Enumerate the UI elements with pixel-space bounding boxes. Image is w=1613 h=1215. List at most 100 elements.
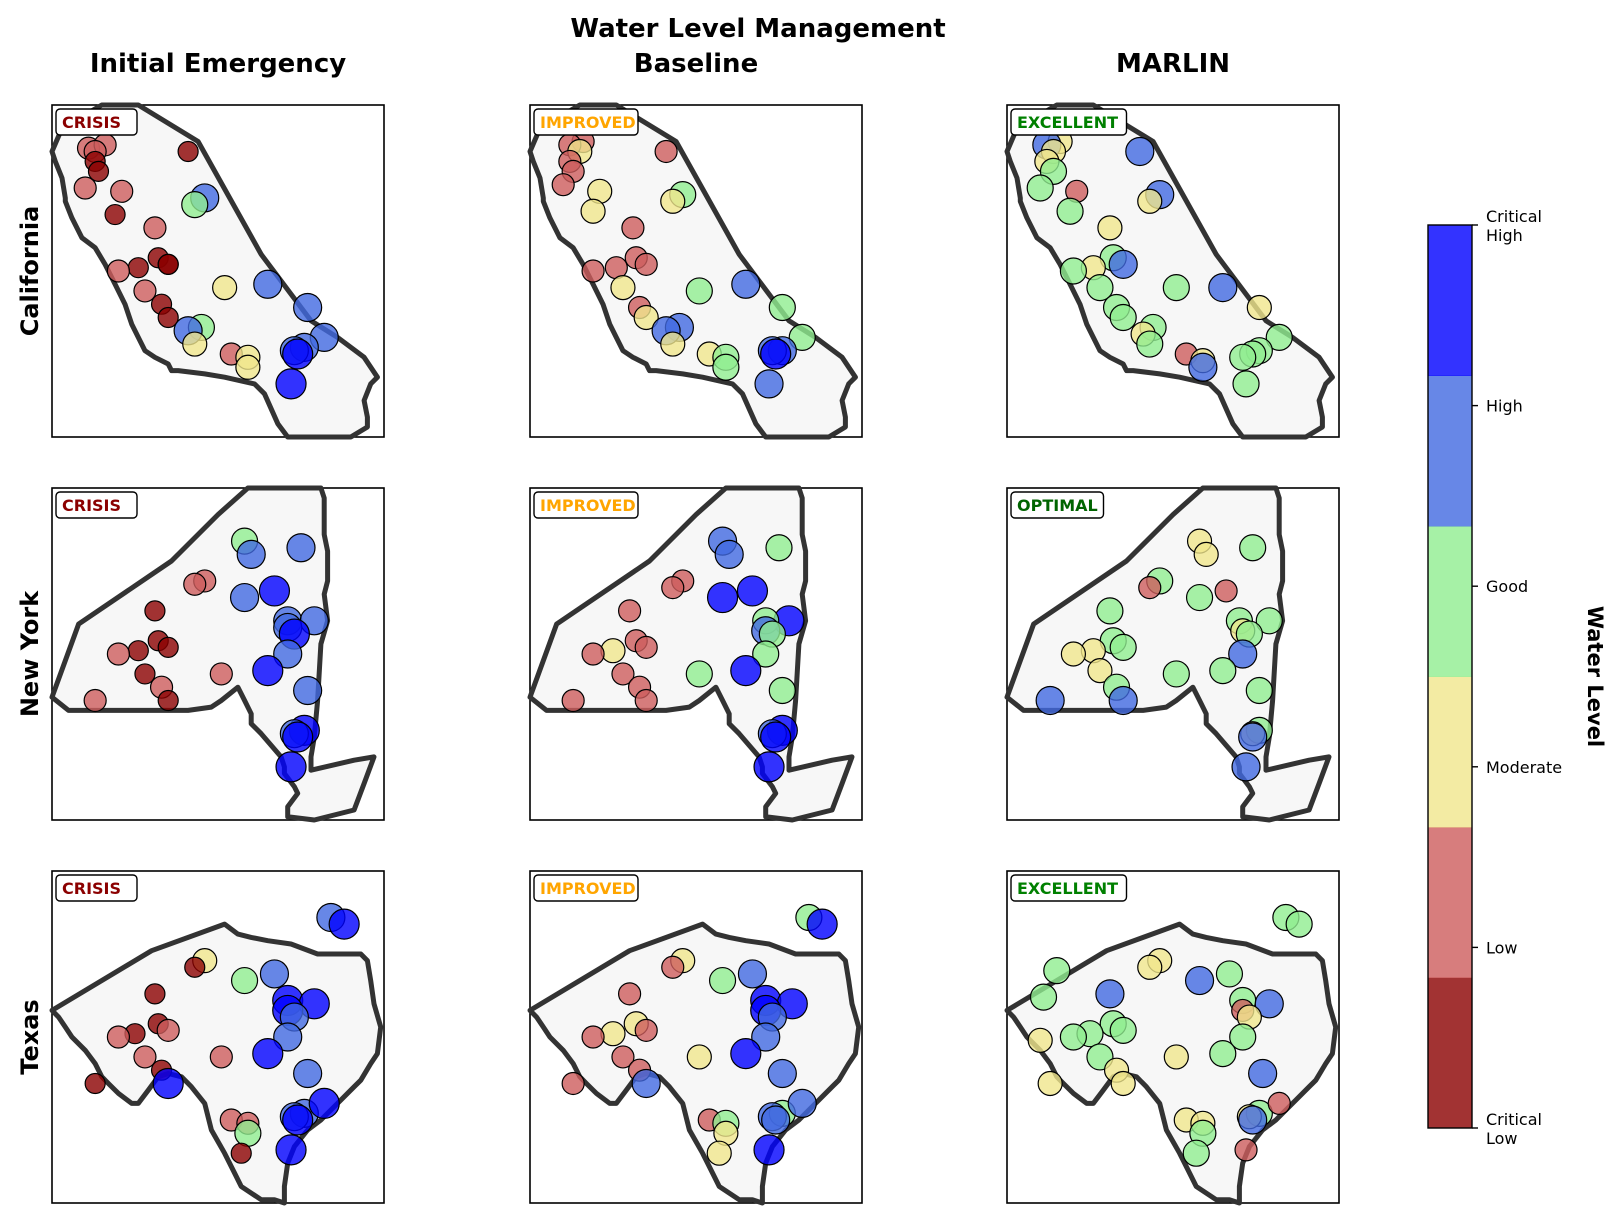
station-point [580,198,606,224]
station-point [1182,1139,1210,1167]
station-point [235,354,261,380]
station-point [236,539,266,570]
station-point [177,140,199,163]
column-title: MARLIN [1116,49,1230,79]
status-badge [1010,491,1105,519]
station-point [1087,657,1113,684]
station-point [1096,597,1124,625]
station-point [1108,249,1138,279]
station-point [621,216,645,240]
station-point [1265,323,1293,351]
station-point [714,539,744,570]
station-point [611,662,635,686]
station-point [1026,174,1054,202]
station-point [634,252,658,276]
station-point [751,1022,781,1052]
station-point [706,1140,732,1166]
station-point [685,277,713,305]
status-badge [55,874,138,902]
status-label: IMPROVED [540,113,636,132]
station-point [1238,722,1268,752]
station-point [230,1142,252,1164]
status-badge [1010,874,1128,902]
colorbar-label: Water Level [1583,606,1607,747]
status-label: CRISIS [62,113,121,132]
colorbar-frame [1427,224,1473,1129]
station-point [73,176,97,200]
station-point [768,676,796,705]
station-point [1209,656,1237,685]
station-point [133,1045,157,1069]
row-label: California [16,206,44,337]
station-point [328,908,360,940]
station-point [736,575,769,607]
station-point [1238,1105,1268,1135]
station-point [1086,274,1114,302]
station-point [765,534,793,562]
status-label: OPTIMAL [1017,496,1098,515]
station-point [1043,956,1071,985]
station-point [1184,965,1215,996]
station-point [181,191,209,219]
station-point [1059,257,1088,285]
colorbar-segment [1428,225,1472,376]
station-point [1138,575,1162,600]
station-point [1228,639,1258,669]
station-point [1285,910,1313,938]
station-point [127,640,149,662]
station-point [1214,579,1238,603]
station-point [581,259,605,283]
status-label: CRISIS [62,496,121,515]
station-point [661,575,685,600]
column-title: Baseline [634,49,758,79]
station-point [1232,370,1260,398]
station-point [1229,343,1257,371]
station-point [234,1119,262,1147]
station-point [1234,1138,1258,1162]
station-point [252,1037,284,1070]
station-point [209,662,233,686]
station-point [737,959,768,989]
map-panel: CRISIS [49,870,385,1206]
station-point [229,582,260,613]
station-point [660,331,686,357]
station-point [275,751,307,783]
station-point [110,179,134,203]
station-point [760,721,792,753]
station-point [1095,979,1125,1009]
station-point [708,966,737,995]
station-point [581,1025,605,1049]
station-point [634,635,658,659]
station-point [1035,685,1065,716]
station-point [654,139,678,164]
station-point [157,689,179,712]
station-point [1255,607,1283,635]
station-point [1137,954,1163,980]
station-point [1029,983,1058,1011]
station-point [1056,197,1084,225]
figure-title: Water Level Management [570,14,945,44]
colorbar-tick-label: Low [1486,938,1518,957]
station-point [184,956,206,978]
station-point [1059,1023,1088,1051]
station-point [253,269,283,299]
station-point [157,306,179,329]
station-point [767,1058,797,1089]
station-point [144,983,166,1005]
station-point [87,160,110,182]
station-point [282,338,314,370]
station-point [1109,1016,1137,1044]
station-point [1097,215,1123,241]
station-point [617,599,642,623]
status-label: EXCELLENT [1017,879,1118,898]
station-point [1254,989,1284,1019]
status-badge [55,491,138,519]
station-point [273,639,303,669]
station-point [106,1025,131,1049]
station-point [275,368,307,400]
station-point [1267,1091,1291,1116]
station-point [761,1105,791,1135]
